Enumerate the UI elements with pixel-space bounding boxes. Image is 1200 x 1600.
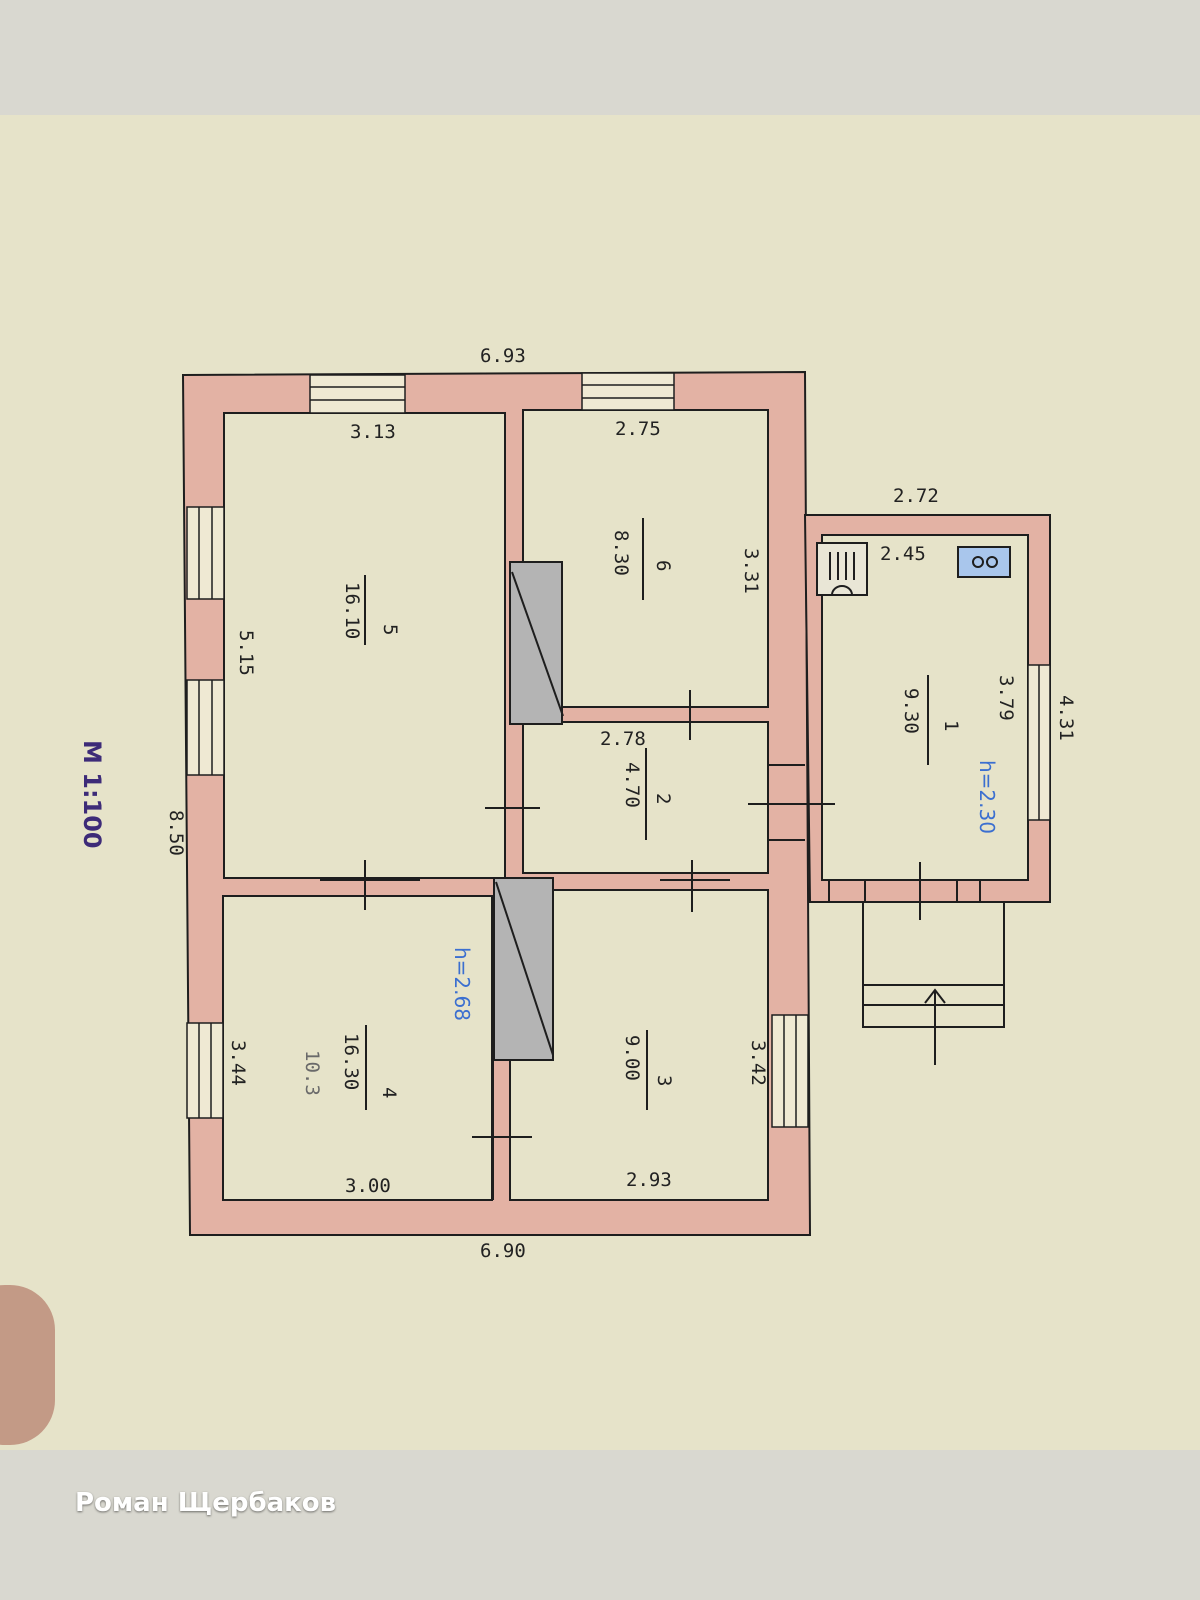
stoves [493,561,564,1061]
room1-dim-side: 3.79 [995,675,1017,721]
room1-dim-top: 2.45 [880,543,926,565]
porch [862,901,1005,1065]
main-height-label: h=2.68 [450,947,474,1021]
windows [186,372,1051,1128]
door-marks [320,690,981,1200]
thumb [0,1285,55,1445]
overall-bottom-width: 6.90 [480,1240,526,1262]
annex-height: 4.31 [1055,695,1077,741]
room6-dim-top: 2.75 [615,418,661,440]
room2-number: 2 [652,793,674,804]
room5-area: 16.10 [341,582,363,639]
room4-dim-bottom: 3.00 [345,1175,391,1197]
room1-area: 9.30 [900,688,922,734]
annex-width: 2.72 [893,485,939,507]
room3-area: 9.00 [621,1035,643,1081]
room5-dim-side: 5.15 [235,630,257,676]
gas-stove-icon [957,546,1011,578]
room6-area: 8.30 [610,530,632,576]
room4-pencil-note: 10.3 [301,1050,323,1096]
walls [181,370,1051,1236]
room2-area: 4.70 [621,762,643,808]
room4-area: 16.30 [340,1033,362,1090]
overall-left-height: 8.50 [165,810,187,856]
room6-dim-side: 3.31 [740,548,762,594]
room3-dim-side: 3.42 [747,1040,769,1086]
annex-height-label: h=2.30 [975,760,999,834]
scale-note: М 1:100 [78,740,106,849]
room4-number: 4 [378,1087,400,1098]
room5-number: 5 [379,624,401,635]
radiator-icon [816,542,868,596]
overall-top-width: 6.93 [480,345,526,367]
room5-dim-top: 3.13 [350,421,396,443]
room4-dim-side: 3.44 [227,1040,249,1086]
room1-number: 1 [940,720,962,731]
room3-number: 3 [653,1075,675,1086]
room3-dim-bottom: 2.93 [626,1169,672,1191]
room2-dim-top: 2.78 [600,728,646,750]
room6-number: 6 [652,560,674,571]
watermark: Роман Щербаков [75,1488,337,1518]
